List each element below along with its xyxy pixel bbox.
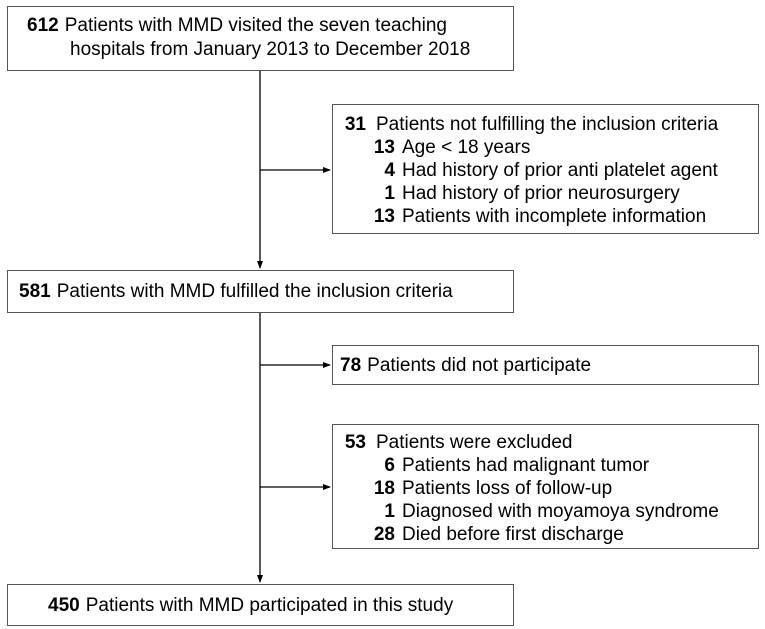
fulfilled-label: Patients with MMD fulfilled the inclusio… — [56, 281, 453, 302]
excluded-item-count: 28 — [373, 524, 395, 545]
criteria-item-count: 4 — [384, 160, 395, 181]
excluded-item-count: 6 — [384, 455, 395, 476]
participated-label: Patients with MMD participated in this s… — [85, 595, 454, 616]
box-fulfilled-criteria: 581 Patients with MMD fulfilled the incl… — [7, 270, 514, 313]
excluded-item-count: 18 — [373, 478, 395, 499]
excluded-item: 6 Patients had malignant tumor — [340, 454, 649, 477]
excluded-item-label: Patients loss of follow-up — [402, 478, 613, 499]
excluded-item-label: Diagnosed with moyamoya syndrome — [402, 501, 719, 522]
criteria-item-count: 13 — [373, 206, 395, 227]
criteria-item-label: Age < 18 years — [402, 137, 531, 158]
excluded-count: 53 — [344, 432, 366, 453]
criteria-item-label: Had history of prior anti platelet agent — [402, 160, 718, 181]
excluded-item: 18 Patients loss of follow-up — [340, 477, 612, 500]
not-fulfilling-count: 31 — [344, 114, 366, 135]
box-participated: 450 Patients with MMD participated in th… — [7, 584, 514, 626]
fulfilled-count: 581 — [19, 281, 51, 302]
not-fulfilling-title: Patients not fulfilling the inclusion cr… — [376, 114, 719, 135]
box-did-not-participate: 78 Patients did not participate — [332, 345, 759, 385]
not-participate-label: Patients did not participate — [367, 355, 592, 376]
box-initial-patients: 612 Patients with MMD visited the seven … — [7, 6, 514, 71]
criteria-item-count: 1 — [384, 183, 395, 204]
criteria-item: 1 Had history of prior neurosurgery — [340, 182, 680, 205]
excluded-title: Patients were excluded — [376, 432, 573, 453]
criteria-item: 13 Age < 18 years — [340, 136, 530, 159]
criteria-item: 4 Had history of prior anti platelet age… — [340, 159, 718, 182]
criteria-item-label: Had history of prior neurosurgery — [402, 183, 680, 204]
excluded-item: 28 Died before first discharge — [340, 523, 624, 546]
criteria-item-label: Patients with incomplete information — [402, 206, 707, 227]
initial-count: 612 — [27, 15, 59, 36]
not-participate-count: 78 — [340, 355, 362, 376]
participated-count: 450 — [48, 595, 80, 616]
criteria-item-count: 13 — [373, 137, 395, 158]
excluded-item-label: Died before first discharge — [402, 524, 624, 545]
initial-line-1: Patients with MMD visited the seven teac… — [64, 15, 447, 36]
box-not-fulfilling-criteria: 31 Patients not fulfilling the inclusion… — [332, 104, 759, 234]
criteria-item: 13 Patients with incomplete information — [340, 205, 706, 228]
excluded-item-count: 1 — [384, 501, 395, 522]
excluded-item-label: Patients had malignant tumor — [402, 455, 650, 476]
excluded-item: 1 Diagnosed with moyamoya syndrome — [340, 500, 719, 523]
initial-line-2: hospitals from January 2013 to December … — [70, 39, 471, 60]
box-excluded: 53 Patients were excluded 6 Patients had… — [332, 424, 759, 549]
